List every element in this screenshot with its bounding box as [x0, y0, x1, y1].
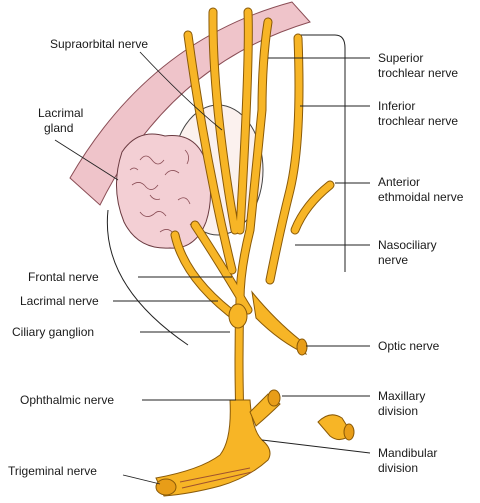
label-lacrimal-gland: Lacrimal gland	[38, 106, 87, 135]
orbit-outline	[106, 34, 346, 346]
label-ophthalmic-nerve: Ophthalmic nerve	[20, 393, 114, 407]
label-mandibular-division: Mandibular division	[378, 446, 441, 475]
label-inferior-trochlear-nerve: Inferior trochlear nerve	[378, 99, 458, 128]
nerve-tree	[155, 7, 355, 497]
lacrimal-gland	[115, 133, 211, 249]
leader-lines	[54, 51, 371, 485]
label-frontal-nerve: Frontal nerve	[28, 270, 99, 284]
label-maxillary-division: Maxillary division	[378, 389, 429, 418]
label-trigeminal-nerve: Trigeminal nerve	[8, 464, 97, 478]
orbital-rim	[69, 1, 311, 206]
label-nasociliary-nerve: Nasociliary nerve	[378, 238, 440, 267]
label-lacrimal-nerve: Lacrimal nerve	[20, 294, 99, 308]
label-supraorbital-nerve: Supraorbital nerve	[50, 37, 148, 51]
label-anterior-ethmoidal-nerve: Anterior ethmoidal nerve	[378, 175, 464, 204]
label-optic-nerve: Optic nerve	[378, 339, 440, 353]
labels: Supraorbital nerve Lacrimal gland Fronta…	[8, 37, 464, 478]
label-superior-trochlear-nerve: Superior trochlear nerve	[378, 51, 458, 80]
label-ciliary-ganglion: Ciliary ganglion	[12, 325, 94, 339]
